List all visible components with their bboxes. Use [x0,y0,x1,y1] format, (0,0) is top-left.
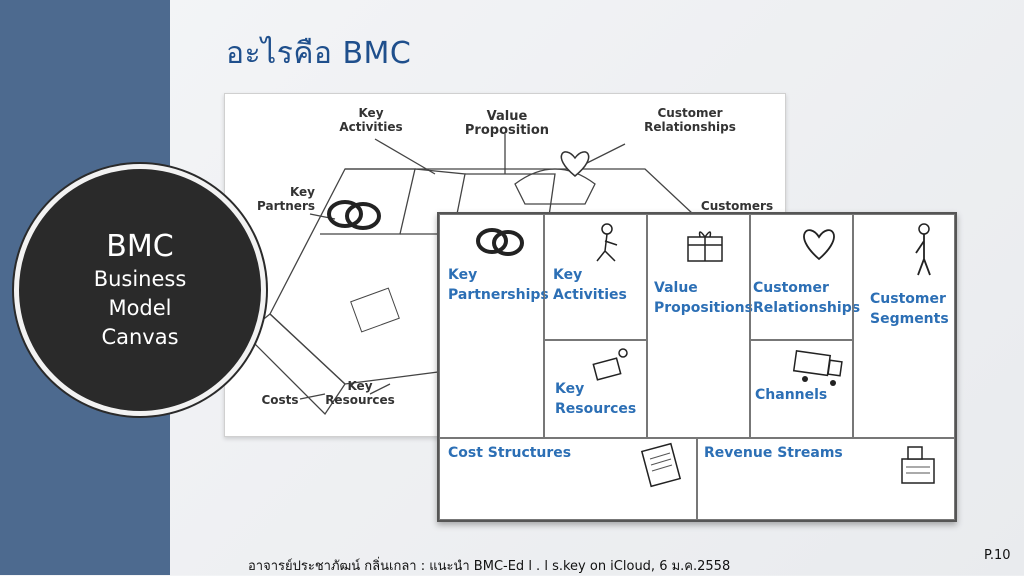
label-customer-relationships: Customer Relationships [753,280,861,316]
cell-key-partnerships: Key Partnerships [439,214,549,438]
business-model-canvas: Key Partnerships Key Activities Key Reso… [437,212,957,522]
iso-label-key-activities: Key Activities [339,106,403,134]
iso-label-key-resources: Key Resources [325,379,395,407]
iso-label-value-proposition: Value Proposition [464,109,550,138]
receipt-icon [640,442,682,488]
cell-key-activities: Key Activities [544,214,647,340]
label-channels: Channels [755,387,828,403]
slide-title: อะไรคือ BMC [226,36,412,71]
truck-icon [792,350,843,386]
iso-label-costs: Costs [261,393,299,407]
cell-customer-relationships: Customer Relationships [750,214,860,340]
cell-customer-segments: Customer Segments [853,214,955,438]
label-cost-structures: Cost Structures [448,445,572,461]
iso-label-customer-relationships: Customer Relationships [644,106,736,134]
label-key-resources: Key Resources [555,381,637,417]
resources-icon [592,348,628,381]
label-value-propositions: Value Propositions [654,280,753,316]
circle-line-canvas: Canvas [101,324,179,349]
worker-icon [596,223,618,262]
label-revenue-streams: Revenue Streams [704,445,843,461]
heart-icon [803,229,835,261]
cell-revenue-streams: Revenue Streams [697,438,955,520]
slide-footer: อาจารย์ประชาภัฒน์ กลิ่นเกลา : แนะนำ BMC-… [248,559,731,574]
label-key-partnerships: Key Partnerships [448,267,549,303]
iso-label-key-partners: Key Partners [257,185,315,213]
iso-label-customers: Customers [700,199,774,213]
cell-cost-structures: Cost Structures [439,438,697,520]
customer-figure-icon [915,223,931,276]
cell-value-propositions: Value Propositions [647,214,753,438]
cash-register-icon [901,446,935,484]
label-key-activities: Key Activities [553,267,627,303]
circle-line-business: Business [93,266,187,291]
gift-icon [687,231,723,262]
isometric-drawing [244,134,726,416]
bmc-circle-badge: BMC Business Model Canvas [14,164,266,416]
rings-icon [476,228,524,256]
circle-line-model: Model [108,295,172,320]
page-number: P.10 [984,548,1011,563]
cell-key-resources: Key Resources [544,340,647,438]
label-customer-segments: Customer Segments [870,291,949,327]
circle-title: BMC [106,228,174,264]
cell-channels: Channels [750,340,853,438]
